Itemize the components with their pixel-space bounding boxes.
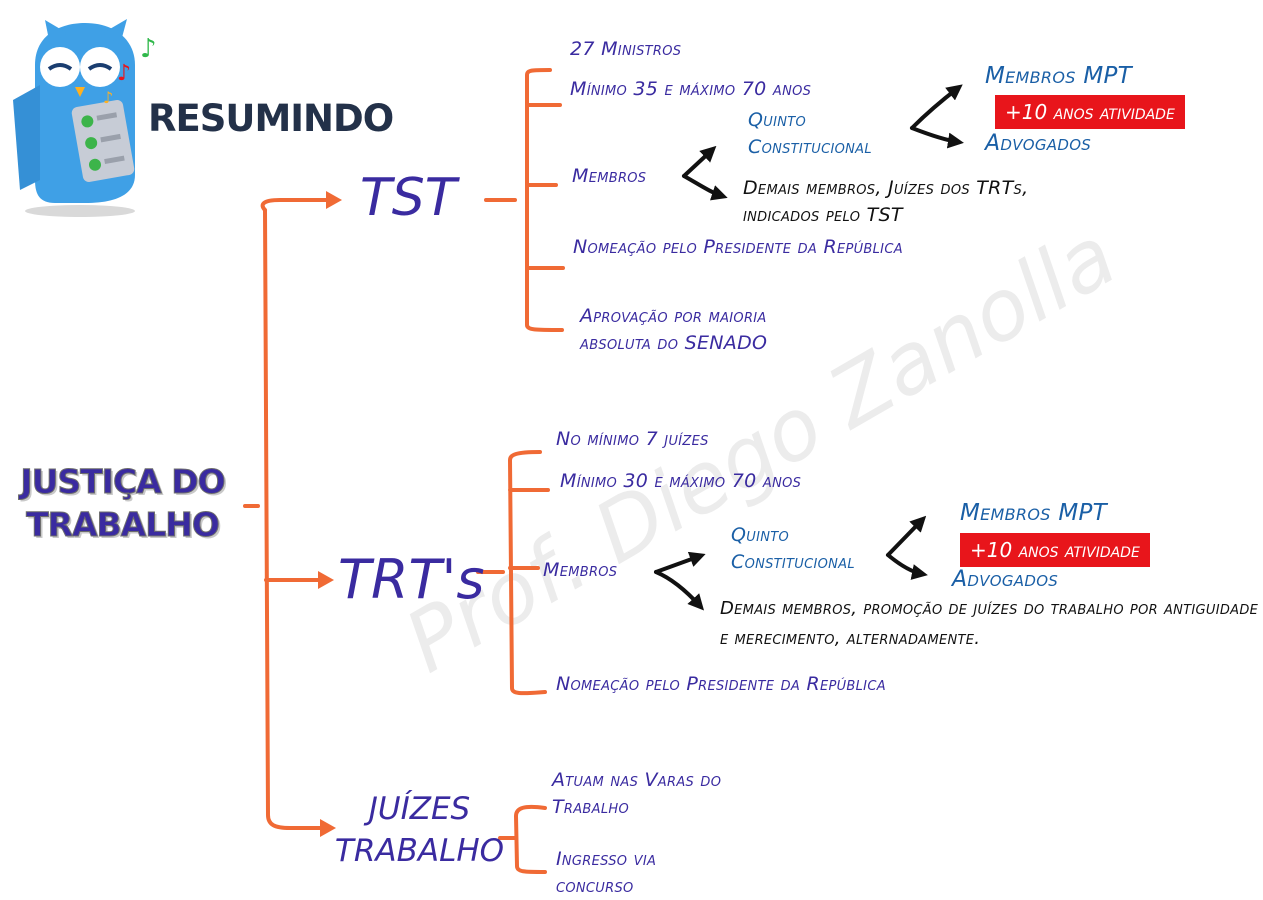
juizes-line-1: JUÍZES <box>368 791 471 827</box>
trt-membros: Membros <box>543 559 618 581</box>
trt-arrow-demais <box>654 570 705 611</box>
tst-label: TST <box>360 168 457 228</box>
trt-arrow-mpt <box>886 515 927 557</box>
svg-text:♪: ♪ <box>117 61 131 86</box>
trt-bracket <box>476 450 550 696</box>
juizes-bracket <box>498 804 547 874</box>
svg-text:♪: ♪ <box>140 34 157 64</box>
trt-juizes: No mínimo 7 juízes <box>556 428 709 450</box>
trt-nomeacao: Nomeação pelo Presidente da República <box>556 673 886 695</box>
trt-mpt: Membros MPT <box>960 500 1107 526</box>
tst-arrow-mpt <box>910 84 963 130</box>
tst-arrow-quinto <box>682 145 717 178</box>
tst-nomeacao: Nomeação pelo Presidente da República <box>573 236 903 258</box>
juizes-varas: Atuam nas Varas do Trabalho <box>552 769 722 818</box>
trt-arrow-quinto <box>654 551 706 574</box>
brand-title: RESUMINDO <box>148 97 394 140</box>
tst-membros: Membros <box>572 165 647 187</box>
trt-quinto: Quinto Constitucional <box>731 524 855 573</box>
root-node: JUSTIÇA DO TRABALHO <box>10 460 235 546</box>
arrow-tst <box>326 191 342 209</box>
trt-label: TRT's <box>338 548 485 611</box>
trt-idade: Mínimo 30 e máximo 70 anos <box>560 470 802 492</box>
trt-arrow-advogados <box>886 553 928 580</box>
tst-arrow-demais <box>682 174 728 201</box>
arrow-juizes <box>320 819 336 837</box>
tst-bracket <box>484 68 565 332</box>
tst-mpt: Membros MPT <box>985 63 1132 89</box>
juizes-label: JUÍZES TRABALHO <box>332 788 507 872</box>
tst-advogados: Advogados <box>985 131 1092 156</box>
tst-quinto: Quinto Constitucional <box>748 109 872 158</box>
trt-demais: Demais membros, promoção de juízes do tr… <box>720 598 1259 649</box>
svg-text:♪: ♪ <box>103 88 113 107</box>
tst-demais: Demais membros, Juízes dos TRTs, indicad… <box>743 177 1029 226</box>
tst-arrow-advogados <box>910 126 964 149</box>
tst-aprovacao: Aprovação por maioria absoluta do SENADO <box>580 305 768 354</box>
arrow-trt <box>318 571 334 589</box>
tst-badge: +10 anos atividade <box>995 95 1185 129</box>
juizes-ingresso: Ingresso via concurso <box>556 848 657 897</box>
trt-advogados: Advogados <box>952 567 1059 592</box>
tst-idade: Mínimo 35 e máximo 70 anos <box>570 78 812 100</box>
juizes-line-2: TRABALHO <box>334 833 505 869</box>
owl-logo-icon: ♪ ♪ ♪ <box>13 19 157 217</box>
root-line-2: TRABALHO <box>26 505 221 545</box>
tst-ministros: 27 Ministros <box>570 38 682 60</box>
trt-badge: +10 anos atividade <box>960 533 1150 567</box>
root-line-1: JUSTIÇA DO <box>20 462 226 502</box>
root-bracket <box>243 198 328 830</box>
